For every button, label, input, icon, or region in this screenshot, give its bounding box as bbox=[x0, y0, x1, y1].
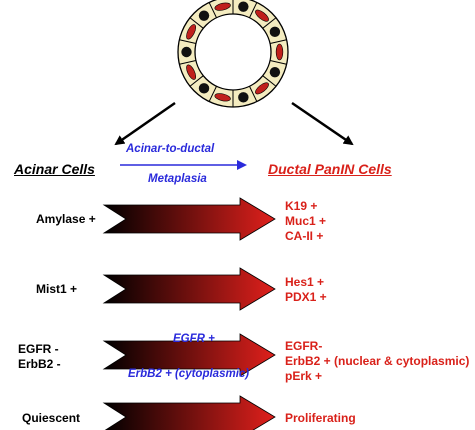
row2-right-line1: Hes1 + bbox=[285, 275, 325, 289]
acinar-cell-nucleus bbox=[198, 83, 210, 94]
row3-right-line1: EGFR- bbox=[285, 339, 323, 353]
cell-boundary bbox=[189, 75, 204, 87]
row2-right-line2: PDX1 + bbox=[285, 290, 327, 304]
transition-label-line2: Metaplasia bbox=[148, 173, 207, 185]
cell-boundary bbox=[269, 39, 287, 45]
acinar-cell-nucleus bbox=[181, 46, 192, 58]
acinar-cells-header: Acinar Cells bbox=[14, 161, 95, 177]
cell-boundary bbox=[269, 59, 287, 65]
acinar-cell-nucleus bbox=[198, 10, 210, 21]
acinus-lumen bbox=[194, 13, 272, 91]
row1-right-line1: K19 + bbox=[285, 199, 318, 213]
transition-arrow-row-4 bbox=[102, 395, 276, 430]
row3-left-line1: EGFR - bbox=[18, 342, 59, 356]
row3-right-line3: pErk + bbox=[285, 369, 323, 383]
ductal-panin-header: Ductal PanIN Cells bbox=[268, 161, 392, 177]
row3-middle-line2: ErbB2 + (cytoplasmic) bbox=[128, 368, 250, 380]
transition-label-line1: Acinar-to-ductal bbox=[126, 143, 215, 155]
cell-boundary bbox=[179, 59, 197, 65]
acinar-cell-nucleus bbox=[269, 26, 281, 38]
cell-boundary bbox=[189, 17, 204, 29]
transition-arrow-row-3 bbox=[102, 333, 276, 377]
ductal-cell-nucleus bbox=[275, 43, 284, 61]
diverge-arrow-left bbox=[114, 101, 176, 146]
acinar-cell-nucleus bbox=[238, 92, 249, 103]
row3-middle-line1: EGFR + bbox=[173, 333, 215, 345]
ductal-cell-nucleus bbox=[186, 64, 197, 80]
row1-right-line2: Muc1 + bbox=[285, 214, 327, 228]
cell-boundary bbox=[262, 17, 277, 29]
ductal-cell-nucleus bbox=[255, 9, 269, 22]
cell-boundary bbox=[262, 75, 277, 87]
ductal-cell-nucleus bbox=[255, 82, 269, 95]
row3-right-line2: ErbB2 + (nuclear & cytoplasmic) bbox=[285, 354, 470, 368]
transition-arrow-row-2 bbox=[102, 267, 276, 311]
row4-left-label: Quiescent bbox=[22, 411, 81, 425]
row2-left-label: Mist1 + bbox=[36, 282, 78, 296]
cell-boundary bbox=[179, 39, 197, 45]
ductal-cell-nucleus bbox=[214, 93, 231, 102]
cell-boundary bbox=[249, 2, 258, 18]
acinar-cell-nucleus bbox=[238, 1, 249, 12]
acinar-cell-nucleus bbox=[269, 66, 281, 78]
cell-boundary bbox=[249, 86, 258, 102]
diverge-arrow-right bbox=[291, 101, 354, 146]
transition-arrow-row-1 bbox=[102, 197, 276, 241]
cell-boundary bbox=[208, 86, 217, 102]
cell-boundary bbox=[208, 2, 217, 18]
ductal-cell-nucleus bbox=[186, 24, 197, 40]
row4-right-label: Proliferating bbox=[285, 411, 356, 425]
ductal-cell-nucleus bbox=[214, 2, 231, 11]
row1-right-line3: CA-II + bbox=[285, 229, 324, 243]
acinus-ring bbox=[177, 0, 289, 108]
row1-left-label: Amylase + bbox=[36, 212, 96, 226]
row3-left-line2: ErbB2 - bbox=[18, 357, 61, 371]
